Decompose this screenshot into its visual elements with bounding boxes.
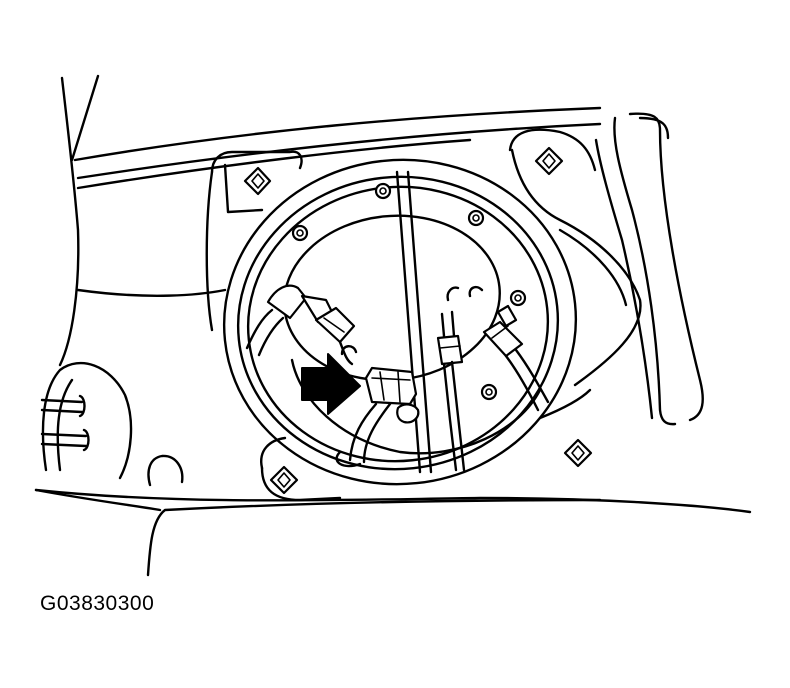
left-fuel-line [245, 284, 356, 366]
screw [291, 224, 309, 242]
right-body-rail [594, 112, 704, 426]
bolt-bottom-left [269, 465, 299, 495]
screw [480, 383, 498, 401]
bolt-bottom-right [563, 438, 593, 468]
left-round-cover [40, 361, 184, 487]
pump-electrical-connector [335, 366, 420, 468]
screw [467, 209, 485, 227]
screw [374, 182, 392, 200]
pump-strap [395, 170, 433, 474]
right-fuel-line [482, 304, 550, 412]
pointer-arrow [301, 353, 361, 415]
mounting-flange [205, 128, 642, 502]
flange-bolts [243, 146, 593, 495]
bolt-top-left [243, 166, 272, 196]
bolt-top-right [534, 146, 564, 176]
pump-fittings [340, 285, 484, 472]
figure-code: G03830300 [40, 592, 155, 615]
floor-panel-outline [34, 74, 752, 577]
service-hole [222, 158, 578, 486]
screw [509, 289, 527, 307]
ring-screws [291, 182, 527, 401]
